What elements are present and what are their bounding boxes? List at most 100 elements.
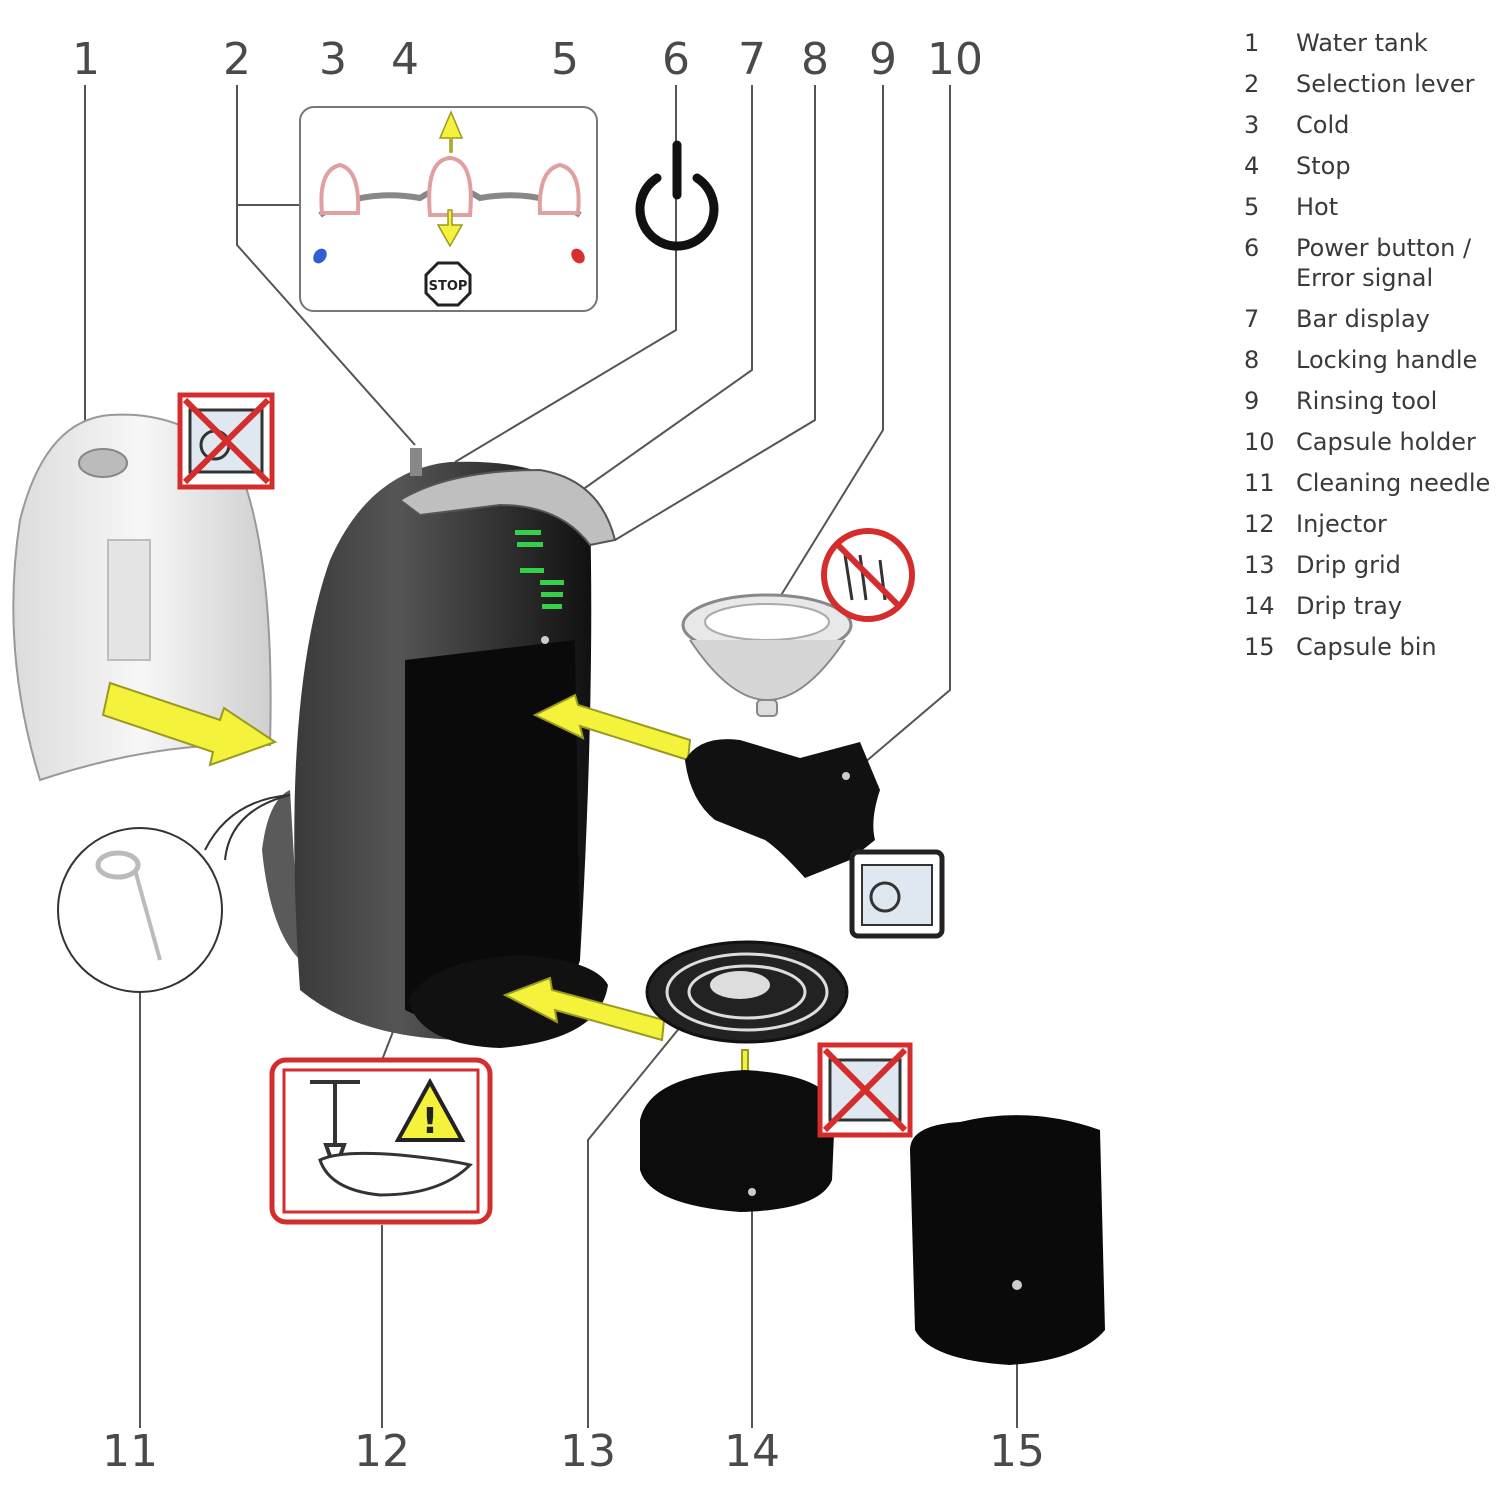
legend-number: 9 [1244, 387, 1260, 415]
lever-stop [427, 155, 473, 217]
leader-line-10 [849, 85, 951, 776]
callout-number-15: 15 [989, 1426, 1045, 1477]
legend-number: 7 [1244, 305, 1260, 333]
legend-label: Drip tray [1296, 592, 1403, 620]
hot-indicator-icon [571, 248, 585, 264]
leader-line-8 [614, 85, 816, 541]
callout-number-5: 5 [551, 34, 579, 85]
legend-label: Capsule holder [1296, 428, 1476, 456]
legend-label: Cold [1296, 111, 1350, 139]
capsule-bin [910, 1115, 1105, 1365]
legend-number: 3 [1244, 111, 1260, 139]
callout-number-6: 6 [662, 34, 690, 85]
legend-item: 6 Power button / Error signal [1244, 233, 1500, 293]
legend-number: 11 [1244, 469, 1275, 497]
legend-number: 12 [1244, 510, 1275, 538]
leader-line-2 [236, 85, 416, 446]
coffee-machine [262, 448, 617, 1048]
power-icon [635, 140, 719, 251]
legend-item: 11 Cleaning needle [1244, 468, 1500, 498]
legend-label: Stop [1296, 152, 1351, 180]
arrow-holder-icon [532, 693, 692, 762]
selection-lever-inset: STOP [299, 106, 598, 312]
lever-cold [319, 162, 361, 215]
legend-item: 13 Drip grid [1244, 550, 1500, 580]
legend-item: 7 Bar display [1244, 304, 1500, 334]
drip-grid [645, 940, 849, 1044]
lever-hot [537, 162, 581, 215]
legend-item: 1 Water tank [1244, 28, 1500, 58]
legend-number: 1 [1244, 29, 1260, 57]
callout-number-10: 10 [927, 34, 983, 85]
legend-number: 6 [1244, 234, 1260, 262]
legend-item: 2 Selection lever [1244, 69, 1500, 99]
legend-number: 4 [1244, 152, 1260, 180]
no-dishwasher-tray-icon [817, 1042, 913, 1138]
legend-label: Hot [1296, 193, 1339, 221]
legend-item: 15 Capsule bin [1244, 632, 1500, 662]
warning-triangle-icon [394, 1077, 466, 1142]
legend-number: 10 [1244, 428, 1275, 456]
parts-legend: 1 Water tank 2 Selection lever 3 Cold 4 Stop… [1244, 28, 1500, 673]
legend-label: Injector [1296, 510, 1387, 538]
leader-line-13 [587, 1014, 691, 1428]
callout-number-9: 9 [869, 34, 897, 85]
legend-label: Bar display [1296, 305, 1430, 333]
callout-number-12: 12 [354, 1426, 410, 1477]
legend-item: 4 Stop [1244, 151, 1500, 181]
stop-sign-icon [424, 261, 472, 307]
legend-label: Rinsing tool [1296, 387, 1438, 415]
hand-icon [318, 1151, 473, 1197]
legend-item: 5 Hot [1244, 192, 1500, 222]
callout-number-11: 11 [102, 1426, 158, 1477]
legend-number: 2 [1244, 70, 1260, 98]
legend-label: Locking handle [1296, 346, 1478, 374]
callout-number-8: 8 [801, 34, 829, 85]
insertion-arrows [101, 681, 754, 1141]
legend-number: 15 [1244, 633, 1275, 661]
legend-number: 5 [1244, 193, 1260, 221]
legend-item: 10 Capsule holder [1244, 427, 1500, 457]
legend-label: Drip grid [1296, 551, 1401, 579]
legend-label: Cleaning needle [1296, 469, 1491, 497]
legend-number: 13 [1244, 551, 1275, 579]
leader-line-9 [774, 85, 884, 606]
drip-tray [640, 1070, 835, 1212]
rinsing-tool [681, 593, 853, 717]
cold-indicator-icon [313, 248, 327, 264]
stop-sign-text: STOP [429, 279, 468, 294]
legend-item: 3 Cold [1244, 110, 1500, 140]
legend-item: 14 Drip tray [1244, 591, 1500, 621]
callout-number-14: 14 [724, 1426, 780, 1477]
legend-label: Water tank [1296, 29, 1428, 57]
callout-number-3: 3 [319, 34, 347, 85]
legend-item: 8 Locking handle [1244, 345, 1500, 375]
bar-display-icon [515, 530, 564, 609]
legend-label: Capsule bin [1296, 633, 1437, 661]
callout-number-4: 4 [391, 34, 419, 85]
callout-number-2: 2 [223, 34, 251, 85]
capsule-holder [685, 739, 880, 878]
callout-number-7: 7 [738, 34, 766, 85]
legend-label: Selection lever [1296, 70, 1475, 98]
legend-number: 14 [1244, 592, 1275, 620]
not-food-safe-icon [821, 528, 915, 622]
legend-number: 8 [1244, 346, 1260, 374]
arrow-down-icon [436, 209, 464, 248]
callout-number-13: 13 [560, 1426, 616, 1477]
dishwasher-safe-icon [849, 849, 945, 939]
arrow-up-icon [438, 110, 464, 153]
arrow-grid-icon [502, 976, 666, 1042]
leader-line-7 [574, 85, 753, 496]
cleaning-needle-bubble [57, 794, 291, 993]
no-dishwasher-icon [177, 392, 275, 490]
arrow-tank-icon [101, 681, 278, 767]
cleaning-needle-icon [95, 850, 141, 880]
warning-mark: ! [422, 1101, 438, 1142]
injector-warning: ! [269, 1057, 493, 1225]
callout-number-1: 1 [72, 34, 100, 85]
legend-label: Power button / Error signal [1296, 234, 1472, 292]
legend-item: 12 Injector [1244, 509, 1500, 539]
